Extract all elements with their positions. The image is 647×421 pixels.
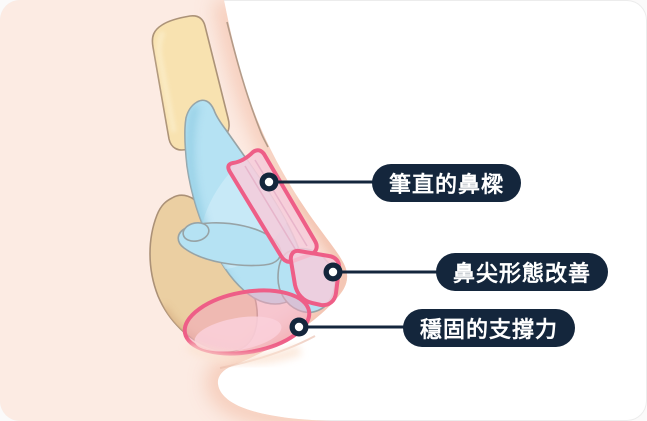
callout-dot-bridge	[259, 172, 279, 192]
callout-label-bridge: 筆直的鼻樑	[372, 164, 522, 202]
dorsum-outline	[226, 21, 269, 148]
tip-implant-shape	[288, 248, 342, 308]
sesamoid-cartilage-shape	[182, 221, 210, 243]
callout-label-tip-text: 鼻尖形態改善	[453, 261, 592, 286]
callout-label-tip: 鼻尖形態改善	[436, 253, 609, 291]
callout-dot-tip	[323, 262, 343, 282]
callout-label-bridge-text: 筆直的鼻樑	[389, 172, 505, 197]
nasal-bone-highlight	[156, 30, 177, 133]
callout-label-support: 穩固的支撐力	[403, 309, 576, 347]
callout-dot-support	[289, 317, 309, 337]
callout-label-support-text: 穩固的支撐力	[420, 317, 559, 342]
base-support-graft-shape	[182, 288, 312, 365]
